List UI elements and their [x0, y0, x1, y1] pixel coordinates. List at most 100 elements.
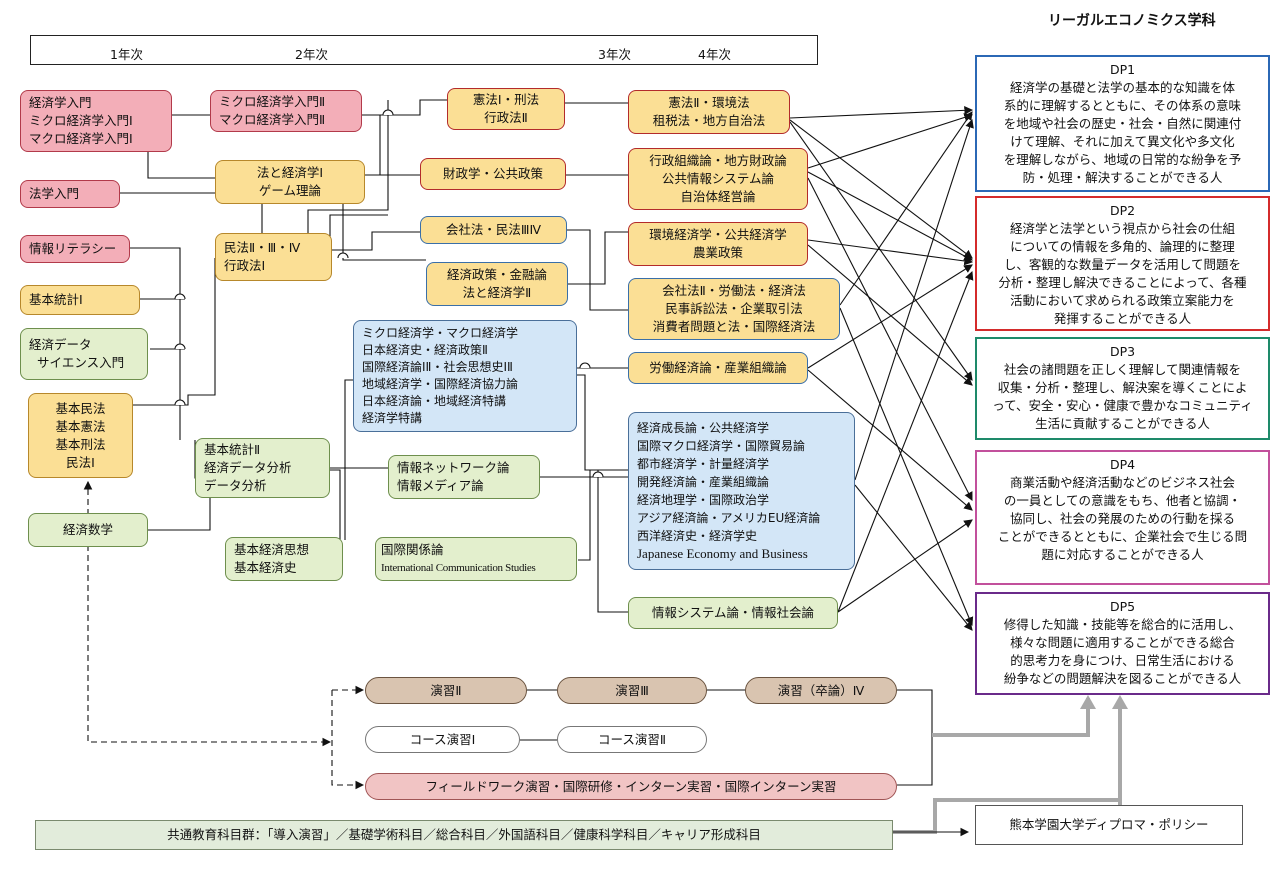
dp-text: 経済学の基礎と法学の基本的な知識を体: [1009, 80, 1235, 95]
course-label: 民事訴訟法・企業取引法: [665, 301, 803, 316]
diploma-policy-label: 熊本学園大学ディプロマ・ポリシー: [1009, 817, 1209, 832]
course-label: サイエンス入門: [37, 355, 125, 370]
course-kaisha-minpo: 会社法・民法ⅢⅣ: [420, 216, 567, 244]
course-micro-group: ミクロ経済学・マクロ経済学 日本経済史・経済政策Ⅱ 国際経済論ⅠⅡ・社会思想史Ⅰ…: [353, 320, 577, 432]
seminar-label: 演習Ⅱ: [430, 682, 462, 698]
course-label: 経済成長論・公共経済学: [637, 421, 770, 435]
course-label: 基本統計Ⅱ: [204, 442, 261, 457]
course-data-science: 経済データ サイエンス入門: [20, 328, 148, 380]
seminar-field: フィールドワーク演習・国際研修・インターン実習・国際インターン実習: [365, 773, 897, 800]
dp-text: けて理解、それに加えて異文化や多文化: [1010, 134, 1235, 149]
course-label: 労働経済論・産業組織論: [649, 360, 787, 375]
dp1-box: DP1 経済学の基礎と法学の基本的な知識を体 系的に理解するとともに、その体系の…: [975, 55, 1270, 192]
course-label: 基本経済思想: [234, 542, 310, 557]
course-minpo: 民法Ⅱ・Ⅲ・Ⅳ 行政法Ⅰ: [215, 233, 332, 281]
dp-title: DP4: [1109, 457, 1136, 472]
course-label: 情報リテラシー: [29, 241, 117, 256]
dp-text: 分析・整理し解決できることによって、各種: [998, 275, 1247, 290]
dp-title: DP5: [1109, 599, 1136, 614]
course-keizai-seisaku: 経済政策・金融論 法と経済学Ⅱ: [426, 262, 568, 306]
course-kihon-hou: 基本民法 基本憲法 基本刑法 民法Ⅰ: [28, 393, 133, 478]
course-label: 行政法Ⅱ: [484, 110, 528, 125]
common-education-label: 共通教育科目群：「導入演習」／基礎学術科目／総合科目／外国語科目／健康科学科目／…: [167, 827, 761, 842]
course-joho-system: 情報システム論・情報社会論: [628, 597, 838, 629]
dp-text: 生活に貢献することができる人: [1035, 416, 1210, 431]
dp-text: ことができるとともに、企業社会で生じる問: [997, 529, 1248, 544]
course-micro-macro-2: ミクロ経済学入門Ⅱ マクロ経済学入門Ⅱ: [210, 90, 362, 132]
course-label: ミクロ経済学入門Ⅱ: [219, 94, 326, 109]
dp4-box: DP4 商業活動や経済活動などのビジネス社会 の一員としての意識をもち、他者と協…: [975, 450, 1270, 585]
year-3: 3年次: [598, 47, 631, 62]
dp-text: 経済学と法学という視点から社会の仕組: [1009, 221, 1235, 236]
course-label: 経済政策・金融論: [446, 267, 547, 282]
course-label: 都市経済学・計量経済学: [637, 457, 770, 471]
course-gyosei: 行政組織論・地方財政論 公共情報システム論 自治体経営論: [628, 148, 808, 210]
course-kenpo-keiho: 憲法Ⅰ・刑法 行政法Ⅱ: [447, 88, 565, 130]
course-label: 基本憲法: [55, 418, 106, 434]
course-kihon-shiso: 基本経済思想 基本経済史: [225, 537, 343, 581]
course-label: 国際関係論: [381, 542, 444, 557]
course-label: 日本経済史・経済政策Ⅱ: [362, 343, 488, 357]
course-label: 情報メディア論: [397, 478, 484, 493]
course-label: 会社法Ⅱ・労働法・経済法: [662, 283, 806, 298]
department-title: リーガルエコノミクス学科: [1048, 13, 1216, 29]
seminar-enshu-2: 演習Ⅱ: [365, 677, 527, 704]
course-label: 法学入門: [29, 186, 80, 201]
course-hou-keizai-1: 法と経済学Ⅰ ゲーム理論: [215, 160, 365, 204]
course-label: 会社法・民法ⅢⅣ: [445, 222, 542, 237]
course-label: 情報ネットワーク論: [397, 460, 510, 475]
dp-text: 紛争などの問題解決を図ることができる人: [1003, 671, 1242, 686]
diploma-policy-box: 熊本学園大学ディプロマ・ポリシー: [975, 805, 1243, 845]
course-kihon-tokei-1: 基本統計Ⅰ: [20, 285, 140, 315]
seminar-label: フィールドワーク演習・国際研修・インターン実習・国際インターン実習: [425, 778, 837, 794]
course-joho-network: 情報ネットワーク論 情報メディア論: [388, 455, 540, 499]
course-seicho-group: 経済成長論・公共経済学 国際マクロ経済学・国際貿易論 都市経済学・計量経済学 開…: [628, 412, 855, 570]
course-label: 租税法・地方自治法: [652, 113, 766, 128]
dp-title: DP3: [1109, 344, 1136, 359]
course-label: International Communication Studies: [381, 562, 536, 574]
dp-text: 題に対応することができる人: [1041, 547, 1204, 562]
dp-text: を地域や社会の歴史・社会・自然に関連付: [1003, 116, 1242, 131]
year-1: 1年次: [110, 47, 143, 62]
course-label: 憲法Ⅱ・環境法: [668, 95, 750, 110]
course-label: 環境経済学・公共経済学: [649, 227, 787, 242]
course-label: Japanese Economy and Business: [637, 546, 808, 561]
course-label: 財政学・公共政策: [442, 166, 543, 181]
course-zaisei: 財政学・公共政策: [420, 158, 566, 190]
course-label: 国際マクロ経済学・国際貿易論: [637, 439, 806, 453]
course-kaisha-2: 会社法Ⅱ・労働法・経済法 民事訴訟法・企業取引法 消費者問題と法・国際経済法: [628, 278, 840, 340]
course-label: アジア経済論・アメリカEU経済論: [637, 511, 821, 525]
course-label: 基本刑法: [55, 436, 106, 452]
dp-text: 的思考力を身につけ、日常生活における: [1010, 653, 1235, 668]
course-label: 開発経済論・産業組織論: [637, 475, 770, 489]
course-rodo: 労働経済論・産業組織論: [628, 352, 808, 384]
year-4: 4年次: [698, 47, 731, 62]
course-label: 西洋経済史・経済学史: [637, 529, 758, 543]
year-bar: [30, 35, 818, 65]
course-label: 基本民法: [55, 400, 106, 416]
course-label: 経済データ分析: [204, 460, 292, 475]
seminar-course-1: コース演習Ⅰ: [365, 726, 520, 753]
dp-text: 防・処理・解決することができる人: [1022, 170, 1223, 185]
dp-text: 商業活動や経済活動などのビジネス社会: [1009, 475, 1235, 490]
dp-text: 活動において求められる政策立案能力を: [1010, 293, 1235, 308]
common-education-bar: 共通教育科目群：「導入演習」／基礎学術科目／総合科目／外国語科目／健康科学科目／…: [35, 820, 893, 850]
year-2: 2年次: [295, 47, 328, 62]
dp-title: DP1: [1109, 62, 1136, 77]
course-label: 経済データ: [29, 337, 92, 352]
course-kankyo: 環境経済学・公共経済学 農業政策: [628, 222, 808, 266]
course-keizai-sugaku: 経済数学: [28, 513, 148, 547]
course-hogaku-nyumon: 法学入門: [20, 180, 120, 208]
course-kenpo-2: 憲法Ⅱ・環境法 租税法・地方自治法: [628, 90, 790, 134]
seminar-course-2: コース演習Ⅱ: [557, 726, 707, 753]
dp-text: 収集・分析・整理し、解決案を導くことによ: [997, 380, 1248, 395]
dp-text: 様々な問題に適用することができる総合: [1010, 635, 1235, 650]
dp-text: って、安全・安心・健康で豊かなコミュニティ: [992, 398, 1253, 413]
course-label: 経済地理学・国際政治学: [637, 493, 770, 507]
dp-text: についての情報を多角的、論理的に整理: [1010, 239, 1235, 254]
dp-text: 協同し、社会の発展のための行動を採る: [1009, 511, 1235, 526]
course-label: マクロ経済学入門Ⅱ: [219, 112, 326, 127]
course-label: データ分析: [204, 478, 267, 493]
seminar-enshu-4: 演習（卒論）Ⅳ: [745, 677, 897, 704]
dp3-box: DP3 社会の諸問題を正しく理解して関連情報を 収集・分析・整理し、解決案を導く…: [975, 337, 1270, 440]
